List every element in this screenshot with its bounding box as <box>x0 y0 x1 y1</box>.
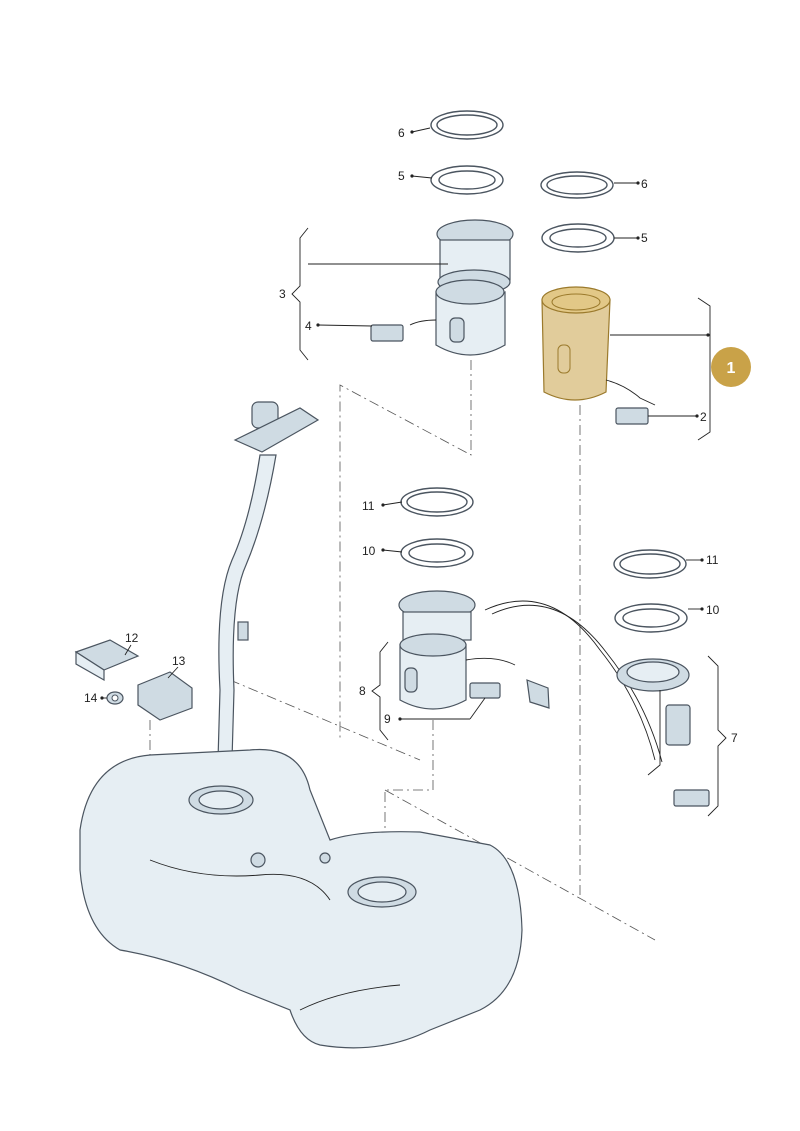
callout-6-left: 6 <box>398 126 405 140</box>
seal-5-left[interactable] <box>430 165 504 195</box>
callout-14: 14 <box>84 691 98 705</box>
ring-11-right[interactable] <box>613 549 687 579</box>
fuel-pump-1-highlighted[interactable] <box>541 286 656 406</box>
ring-11-middle[interactable] <box>400 487 474 517</box>
ring-6-right[interactable] <box>540 171 614 199</box>
seal-10-right[interactable] <box>614 603 688 633</box>
nut-14[interactable] <box>106 691 124 705</box>
ring-6-left[interactable] <box>430 110 504 140</box>
callout-5-right: 5 <box>641 231 648 245</box>
pump-module-3[interactable] <box>409 219 514 356</box>
callout-1-badge[interactable]: 1 <box>711 347 751 387</box>
relay-12[interactable] <box>74 639 140 682</box>
connector-2[interactable] <box>615 407 649 425</box>
callout-10-middle: 10 <box>362 544 376 558</box>
callout-10-right: 10 <box>706 603 720 617</box>
callout-2: 2 <box>700 410 707 424</box>
callout-6-right: 6 <box>641 177 648 191</box>
callout-8: 8 <box>359 684 366 698</box>
fuel-tank[interactable] <box>79 748 523 1049</box>
seal-5-right[interactable] <box>541 223 615 253</box>
pump-module-8[interactable] <box>398 590 663 763</box>
callout-7: 7 <box>731 731 738 745</box>
callout-11-right: 11 <box>706 553 719 567</box>
callout-13: 13 <box>172 654 186 668</box>
callout-labels: 6 5 3 4 6 5 2 11 10 11 10 8 9 7 12 13 14 <box>84 126 738 745</box>
callout-12: 12 <box>125 631 139 645</box>
callout-4: 4 <box>305 319 312 333</box>
bracket-plate[interactable] <box>526 679 550 709</box>
callout-1: 1 <box>727 360 736 377</box>
callout-11-middle: 11 <box>362 499 375 513</box>
callout-5-left: 5 <box>398 169 405 183</box>
control-unit-13[interactable] <box>137 671 193 721</box>
seal-10-middle[interactable] <box>400 538 474 568</box>
level-sender-7[interactable] <box>616 658 710 807</box>
connector-9[interactable] <box>469 682 501 699</box>
connector-4[interactable] <box>370 324 404 342</box>
callout-3: 3 <box>279 287 286 301</box>
callout-9: 9 <box>384 712 391 726</box>
filler-neck-pipe[interactable] <box>217 401 320 761</box>
leader-lines <box>100 127 727 817</box>
